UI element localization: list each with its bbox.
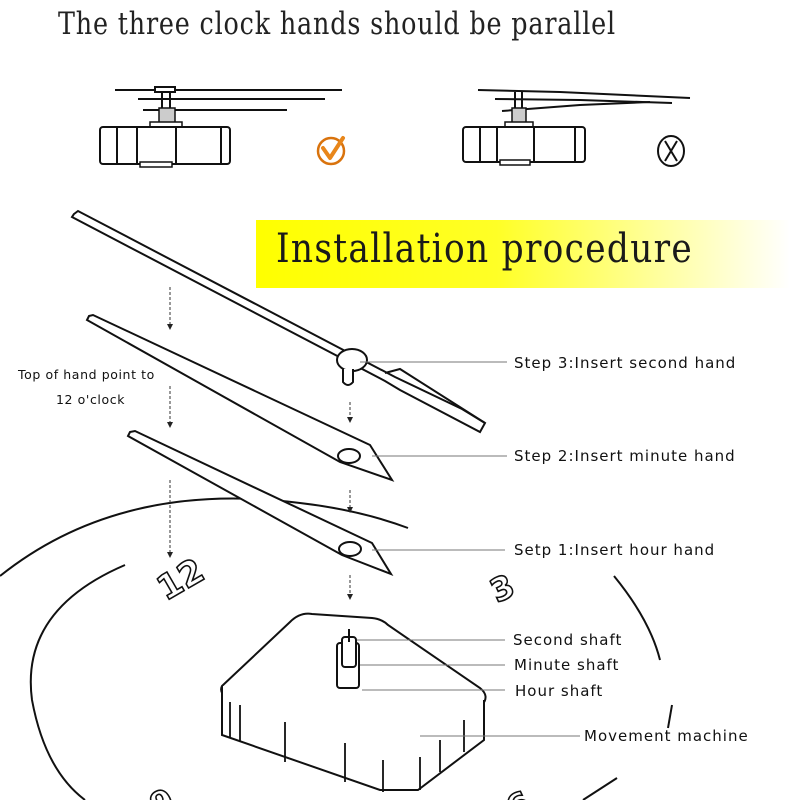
leader-lines [357,361,580,737]
movement-box [462,126,586,163]
second-hand-pin [342,369,354,386]
correct-example [99,86,342,168]
dial-numeral-9: 9 [144,781,180,800]
dial-arc-right [613,575,661,661]
box-tab [499,159,531,166]
movement-box [99,126,231,165]
dial-arc-bottom [582,777,618,800]
second-shaft-label: Second shaft [513,631,623,649]
dial-numeral-3: 3 [484,567,520,611]
shaft [161,92,171,108]
hour-hand-hole [338,541,362,557]
dial-numeral-6: 6 [500,783,536,800]
step-2-label: Step 2:Insert minute hand [514,447,736,465]
incorrect-example [462,89,691,166]
second-hand-line [477,89,691,99]
shaft [514,92,523,110]
movement-machine-label: Movement machine [584,727,749,745]
note-line-1: Top of hand point to [18,367,155,382]
installation-banner: Installation procedure [256,220,790,288]
hub [154,86,176,93]
second-hand [70,209,487,434]
hour-hand-line [501,101,651,112]
check-circle-icon [316,136,346,166]
note-line-2: 12 o'clock [56,392,126,407]
banner-title: Installation procedure [276,226,694,272]
minute-hand [85,313,395,482]
dial-arc-left [29,564,126,800]
hour-hand [126,429,394,577]
page-title: The three clock hands should be parallel [58,6,616,42]
dial-arc-right-mark [667,704,673,729]
insertion-arrows [167,287,353,600]
second-hand-hub [336,348,368,372]
box-tab [139,161,173,168]
hour-shaft-label: Hour shaft [515,682,604,700]
step-1-label: Setp 1:Insert hour hand [514,541,716,559]
minute-hand-hole [337,448,361,464]
step-3-label: Step 3:Insert second hand [514,354,737,372]
dial-numeral-12: 12 [150,551,211,609]
minute-shaft-label: Minute shaft [514,656,620,674]
x-circle-icon [657,135,685,167]
movement-machine [220,612,487,792]
